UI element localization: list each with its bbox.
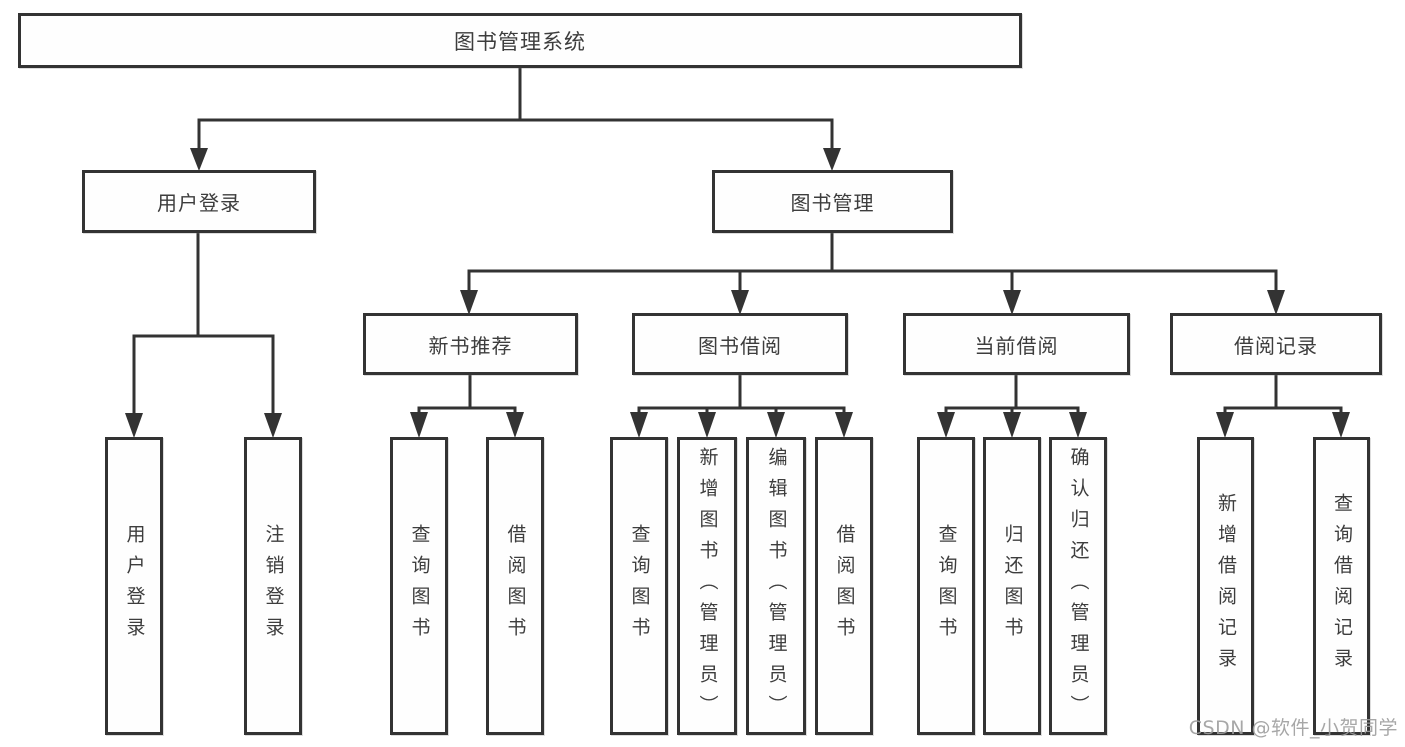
node-borrowing-records: 借阅记录: [1170, 313, 1382, 375]
node-label: 图书管理: [790, 191, 875, 215]
node-label: 新书推荐: [428, 333, 513, 358]
node-label: 查询图书: [628, 524, 651, 648]
leaf-borrow-books-recommend: 借阅图书: [486, 437, 544, 735]
leaf-query-borrow-record: 查询借阅记录: [1313, 437, 1370, 735]
leaf-add-book-admin: 新增图书（管理员）: [677, 437, 737, 735]
leaf-user-login: 用户登录: [105, 437, 163, 735]
node-label: 用户登录: [123, 524, 146, 648]
node-label: 确认归还（管理员）: [1067, 446, 1090, 726]
leaf-query-books-borrowing: 查询图书: [610, 437, 668, 735]
node-label: 新增借阅记录: [1215, 493, 1237, 679]
node-current-borrowing: 当前借阅: [903, 313, 1130, 375]
node-label: 借阅记录: [1234, 333, 1318, 358]
node-label: 注销登录: [262, 524, 285, 648]
leaf-return-book: 归还图书: [983, 437, 1041, 735]
leaf-borrow-books-borrowing: 借阅图书: [815, 437, 873, 735]
node-label: 查询借阅记录: [1331, 493, 1353, 679]
node-label: 查询图书: [935, 524, 958, 648]
node-label: 当前借阅: [974, 333, 1059, 358]
node-label: 借阅图书: [504, 524, 527, 648]
node-label: 借阅图书: [833, 524, 856, 648]
csdn-watermark: CSDN @软件_小贺同学: [1188, 717, 1398, 739]
leaf-query-books-current: 查询图书: [917, 437, 975, 735]
node-label: 编辑图书（管理员）: [765, 446, 788, 726]
node-label: 新增图书（管理员）: [696, 446, 719, 726]
node-book-management: 图书管理: [712, 170, 953, 233]
node-user-login: 用户登录: [82, 170, 316, 233]
leaf-edit-book-admin: 编辑图书（管理员）: [746, 437, 806, 735]
leaf-logout: 注销登录: [244, 437, 302, 735]
node-new-book-recommendation: 新书推荐: [363, 313, 578, 375]
node-library-management-system: 图书管理系统: [18, 13, 1022, 68]
node-label: 归还图书: [1001, 524, 1024, 648]
leaf-confirm-return-admin: 确认归还（管理员）: [1049, 437, 1107, 735]
node-label: 用户登录: [157, 191, 241, 215]
leaf-query-books-recommend: 查询图书: [390, 437, 448, 735]
node-book-borrowing: 图书借阅: [632, 313, 848, 375]
node-label: 图书借阅: [698, 333, 782, 358]
node-label: 查询图书: [408, 524, 431, 648]
node-label: 图书管理系统: [454, 29, 586, 54]
leaf-add-borrow-record: 新增借阅记录: [1197, 437, 1254, 735]
